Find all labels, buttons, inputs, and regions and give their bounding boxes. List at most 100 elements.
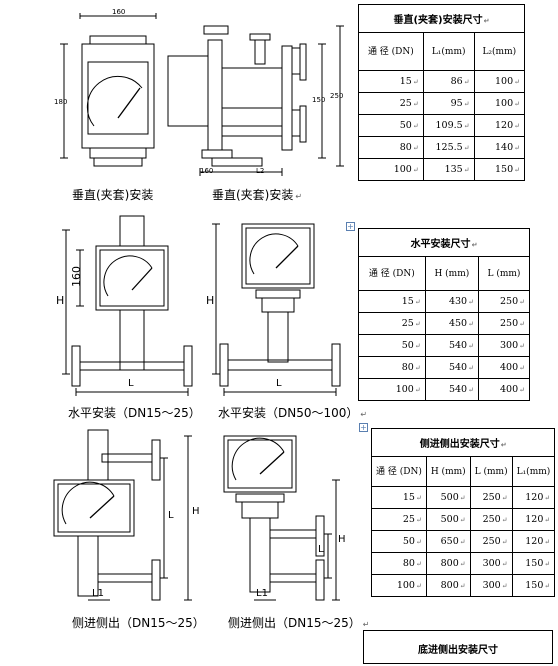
bottom-in-side-out-table-header: 底进侧出安装尺寸: [363, 630, 553, 664]
table-cell: 450↵: [424, 312, 479, 335]
table-row: 25↵95↵100↵: [358, 92, 526, 115]
table-row: 80↵800↵300↵150↵: [371, 552, 556, 575]
dim-label: L: [318, 544, 324, 555]
table-cell: 25↵: [358, 92, 424, 115]
table-cell: 15↵: [358, 70, 424, 93]
table-cell: 540↵: [424, 378, 479, 401]
dim-label: L1: [92, 588, 104, 599]
table-cell: 25↵: [358, 312, 426, 335]
col-header: 通 径 (DN): [358, 32, 424, 71]
dim-label: 160: [70, 266, 83, 287]
table-cell: 650↵: [425, 530, 471, 553]
col-header: L₁(mm): [511, 456, 556, 487]
table-cell: 95↵: [422, 92, 475, 115]
table-cell: 540↵: [424, 334, 479, 357]
table-cell: 15↵: [371, 486, 427, 509]
table-cell: 150↵: [511, 552, 556, 575]
table-cell: 250↵: [469, 530, 513, 553]
table-cell: 50↵: [358, 334, 426, 357]
table-cell: 250↵: [469, 508, 513, 531]
table-move-handle[interactable]: +: [346, 222, 355, 231]
table-cell: 80↵: [358, 356, 426, 379]
table-cell: 80↵: [371, 552, 427, 575]
table-row: 50↵650↵250↵120↵: [371, 530, 556, 553]
table-cell: 430↵: [424, 290, 479, 313]
table-cell: 250↵: [469, 486, 513, 509]
table-cell: 300↵: [469, 552, 513, 575]
dim-label: 180: [54, 98, 68, 106]
table-row: 100↵135↵150↵: [358, 158, 526, 181]
table-title: 底进侧出安装尺寸: [418, 645, 498, 656]
table-cell: 800↵: [425, 574, 471, 597]
drawing-side-in-side-out-2: H L L1: [210, 424, 350, 604]
table-cell: 125.5↵: [422, 136, 475, 159]
dim-label: 160: [112, 8, 126, 16]
col-header: H (mm): [425, 456, 471, 487]
col-header: L (mm): [477, 256, 531, 291]
table-cell: 80↵: [358, 136, 424, 159]
table-cell: 140↵: [473, 136, 526, 159]
col-header: L₁(mm): [422, 32, 475, 71]
table-cell: 300↵: [469, 574, 513, 597]
table-row: 15↵500↵250↵120↵: [371, 486, 556, 509]
caption-vertical-jacket: 垂直(夹套)安装: [72, 188, 154, 202]
col-header: 通 径 (DN): [371, 456, 427, 487]
table-cell: 150↵: [511, 574, 556, 597]
table-side-in-side-out-dimensions: 侧进侧出安装尺寸↵ 通 径 (DN) H (mm) L (mm) L₁(mm) …: [370, 428, 556, 597]
table-row: 25↵450↵250↵: [358, 312, 531, 335]
table-cell: 120↵: [473, 114, 526, 137]
table-cell: 135↵: [422, 158, 475, 181]
table-title: 水平安装尺寸↵: [358, 228, 530, 257]
table-cell: 25↵: [371, 508, 427, 531]
table-cell: 250↵: [477, 312, 531, 335]
dim-label: L: [276, 378, 282, 389]
table-horizontal-dimensions: 水平安装尺寸↵ 通 径 (DN) H (mm) L (mm) 15↵430↵25…: [358, 228, 531, 401]
table-cell: 540↵: [424, 356, 479, 379]
table-row: 50↵109.5↵120↵: [358, 114, 526, 137]
table-row: 15↵430↵250↵: [358, 290, 531, 313]
table-cell: 120↵: [511, 508, 556, 531]
dim-label: 150: [312, 96, 326, 104]
drawing-side-in-side-out-1: H L L1: [48, 424, 208, 604]
table-cell: 100↵: [473, 92, 526, 115]
table-cell: 400↵: [477, 356, 531, 379]
drawing-vertical-jacket: 160 180 150 250 160 L2: [50, 8, 350, 180]
dim-label: H: [206, 294, 215, 307]
table-cell: 120↵: [511, 530, 556, 553]
table-row: 25↵500↵250↵120↵: [371, 508, 556, 531]
drawing-horizontal-large: H L: [206, 210, 352, 400]
caption-horizontal-small: 水平安装（DN15～25）: [68, 406, 201, 420]
caption-side-in-side-out-1: 侧进侧出（DN15～25）: [72, 616, 205, 630]
col-header: 通 径 (DN): [358, 256, 426, 291]
table-cell: 100↵: [358, 378, 426, 401]
table-row: 80↵125.5↵140↵: [358, 136, 526, 159]
table-cell: 150↵: [473, 158, 526, 181]
table-cell: 86↵: [422, 70, 475, 93]
table-move-handle[interactable]: +: [359, 423, 368, 432]
table-title: 侧进侧出安装尺寸↵: [370, 428, 556, 457]
table-cell: 50↵: [358, 114, 424, 137]
caption-side-in-side-out-2: 侧进侧出（DN15～25）↵: [228, 616, 370, 630]
table-cell: 500↵: [425, 486, 471, 509]
table-cell: 120↵: [511, 486, 556, 509]
dim-label: 250: [330, 92, 344, 100]
dim-label: L: [168, 510, 174, 521]
table-cell: 250↵: [477, 290, 531, 313]
dim-label: H: [56, 294, 65, 307]
table-row: 80↵540↵400↵: [358, 356, 531, 379]
table-cell: 500↵: [425, 508, 471, 531]
table-row: 15↵86↵100↵: [358, 70, 526, 93]
table-row: 100↵540↵400↵: [358, 378, 531, 401]
dim-label: H: [192, 506, 200, 517]
col-header: L (mm): [469, 456, 513, 487]
caption-vertical-jacket-side: 垂直(夹套)安装↵: [212, 188, 303, 202]
dim-label: L: [128, 378, 134, 389]
table-row: 50↵540↵300↵: [358, 334, 531, 357]
table-cell: 50↵: [371, 530, 427, 553]
table-cell: 800↵: [425, 552, 471, 575]
dim-label: 160: [200, 167, 214, 175]
table-cell: 15↵: [358, 290, 426, 313]
table-row: 100↵800↵300↵150↵: [371, 574, 556, 597]
table-cell: 100↵: [473, 70, 526, 93]
table-cell: 300↵: [477, 334, 531, 357]
